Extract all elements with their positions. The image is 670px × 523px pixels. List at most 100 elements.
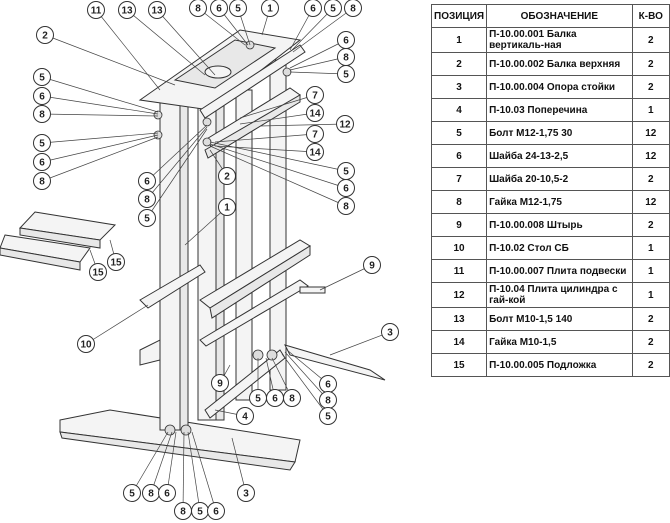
callout-bubble <box>138 190 156 208</box>
leader-line <box>214 133 316 143</box>
leader-line <box>95 9 161 91</box>
callout-bubble <box>207 502 225 520</box>
callout-bubble <box>306 125 324 143</box>
quantity-cell: 1 <box>631 98 670 122</box>
leader-line <box>156 9 216 76</box>
table-part <box>139 239 311 366</box>
callout-bubble <box>236 407 254 425</box>
designation-cell: Шайба 20-10,5-2 <box>486 167 633 191</box>
callout-bubble <box>138 172 156 190</box>
callout-bubble <box>158 484 176 502</box>
callout-label: 15 <box>92 268 104 279</box>
callout-label: 7 <box>312 91 318 102</box>
quantity-cell: 12 <box>631 121 670 145</box>
callout-bubble <box>87 1 105 19</box>
callout-label: 6 <box>164 489 170 500</box>
designation-cell: П-10.00.004 Опора стойки <box>486 75 633 99</box>
position-cell: 8 <box>430 190 488 214</box>
callout-bubble <box>319 407 337 425</box>
leader-line <box>184 206 228 246</box>
designation-cell: П-10.04 Плита цилиндра с гай-кой <box>486 282 633 308</box>
callout-label: 12 <box>339 120 351 131</box>
callout-label: 8 <box>39 177 45 188</box>
callout-label: 6 <box>343 36 349 47</box>
callout-label: 8 <box>325 396 331 407</box>
callout-label: 13 <box>151 6 163 17</box>
callout-bubble <box>33 134 51 152</box>
callout-bubble <box>189 0 207 17</box>
quantity-cell: 12 <box>631 144 670 168</box>
quantity-cell: 2 <box>631 167 670 191</box>
leader-line <box>146 128 208 219</box>
leader-line <box>259 123 346 127</box>
position-cell: 4 <box>430 98 488 122</box>
leader-line <box>289 39 347 69</box>
callout-bubble <box>210 0 228 17</box>
position-cell: 1 <box>430 27 488 53</box>
callout-bubble <box>306 143 324 161</box>
callout-label: 3 <box>243 489 249 500</box>
designation-cell: П-10.00.007 Плита подвески <box>486 259 633 283</box>
quantity-cell: 2 <box>631 307 670 331</box>
leader-line <box>191 431 217 512</box>
callout-label: 1 <box>224 203 230 214</box>
right-support-part <box>284 344 386 381</box>
callout-bubble <box>36 26 54 44</box>
leader-line <box>209 141 347 172</box>
quantity-cell: 2 <box>631 52 670 76</box>
callout-bubble <box>324 0 342 17</box>
callout-label: 3 <box>387 328 393 339</box>
callout-bubble <box>336 115 354 133</box>
callout-bubble <box>107 253 125 271</box>
callout-label: 5 <box>343 70 349 81</box>
callout-label: 8 <box>195 4 201 15</box>
callout-label: 5 <box>343 167 349 178</box>
designation-cell: Гайка М10-1,5 <box>486 330 633 354</box>
designation-cell: П-10.00.005 Подложка <box>486 353 633 377</box>
leader-line <box>41 76 159 113</box>
header-designation: ОБОЗНАЧЕНИЕ <box>486 4 633 28</box>
leader-line <box>239 94 316 119</box>
leader-line <box>150 431 173 494</box>
callout-label: 6 <box>325 380 331 391</box>
callout-label: 1 <box>267 4 273 15</box>
callout-label: 10 <box>80 340 92 351</box>
leader-line <box>214 145 316 153</box>
quantity-cell: 2 <box>631 27 670 53</box>
callout-label: 6 <box>213 507 219 518</box>
quantity-cell: 1 <box>631 282 670 308</box>
designation-cell: Болт М12-1,75 30 <box>486 121 633 145</box>
leader-line <box>291 7 334 51</box>
callout-label: 5 <box>144 214 150 225</box>
callout-label: 5 <box>330 4 336 15</box>
callout-bubble <box>33 105 51 123</box>
position-cell: 7 <box>430 167 488 191</box>
leader-line <box>239 112 316 125</box>
leader-line <box>166 431 177 494</box>
table-header-row: ПОЗИЦИЯ ОБОЗНАЧЕНИЕ К-ВО <box>430 4 670 28</box>
callout-label: 6 <box>310 4 316 15</box>
callout-bubble <box>306 104 324 122</box>
callout-bubble <box>337 65 355 83</box>
callout-bubble <box>33 172 51 190</box>
quantity-cell: 1 <box>631 236 670 260</box>
callout-bubble <box>344 0 362 17</box>
callout-label: 5 <box>39 139 45 150</box>
leader-line <box>281 353 329 417</box>
callout-bubble <box>229 0 247 17</box>
top-plate-part <box>138 29 306 119</box>
quantity-cell: 2 <box>631 330 670 354</box>
pin-part <box>299 286 326 294</box>
leader-line <box>41 134 159 163</box>
callout-label: 6 <box>343 184 349 195</box>
leader-line <box>231 437 247 494</box>
designation-cell: П-10.02 Стол СБ <box>486 236 633 260</box>
